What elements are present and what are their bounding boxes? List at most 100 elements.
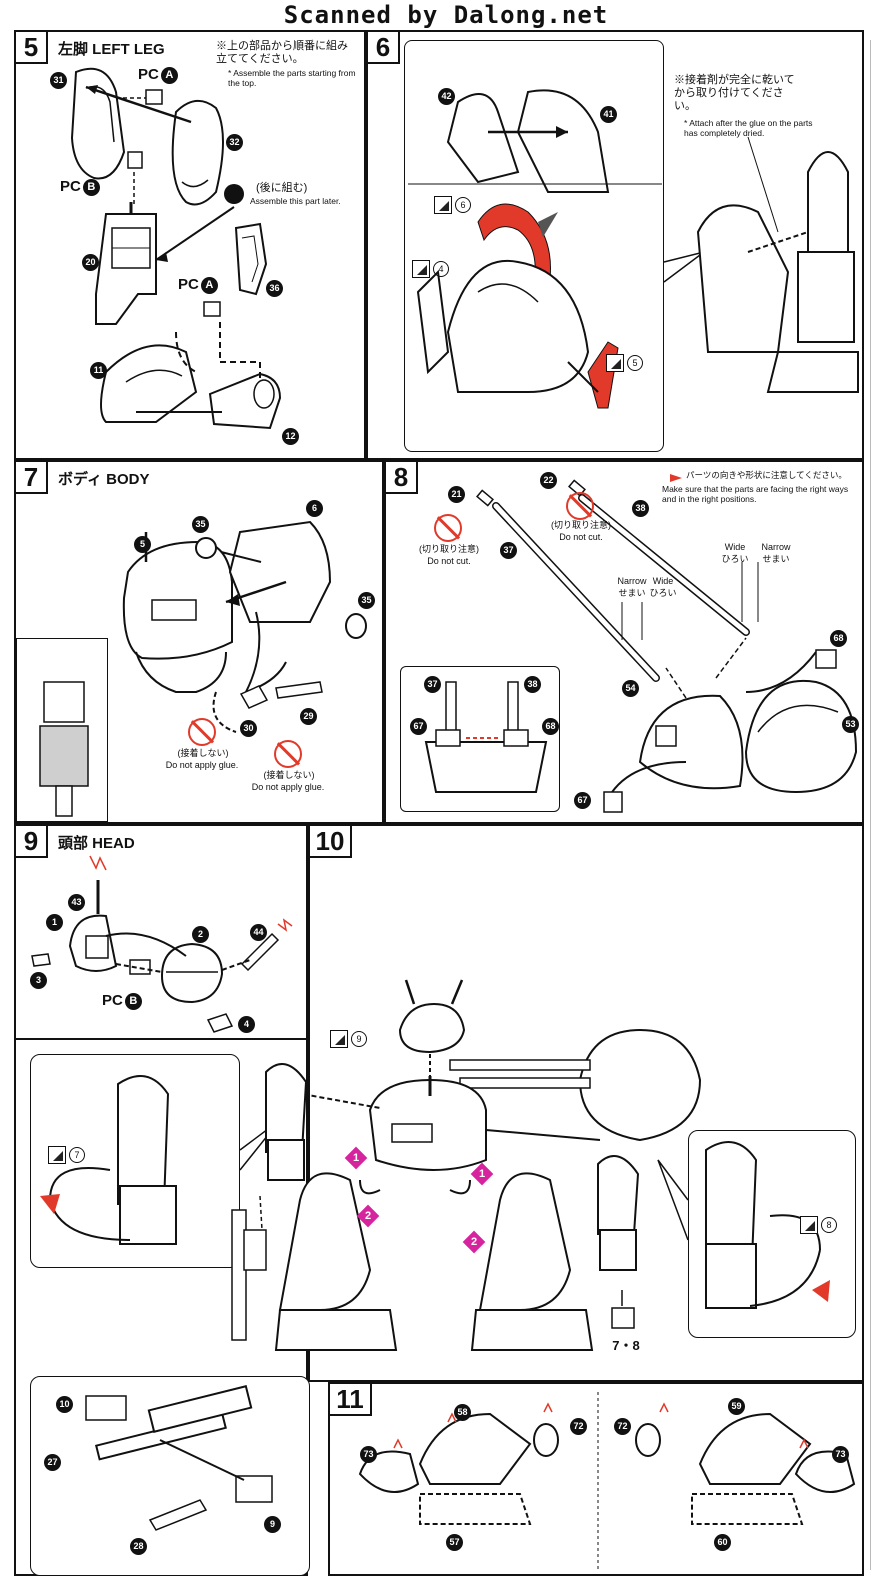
part-72b: 72 <box>614 1418 631 1435</box>
part-3: 3 <box>30 972 47 989</box>
no-cut-jp: (切り取り注意) <box>419 544 479 554</box>
no-glue-jp: (接着しない) <box>177 748 229 758</box>
part-73b: 73 <box>832 1446 849 1463</box>
part-20: 20 <box>82 254 99 271</box>
part-43: 43 <box>68 894 85 911</box>
step-number: 9 <box>14 824 48 858</box>
step-number: 7 <box>14 460 48 494</box>
scanner-credit: Scanned by Dalong.net <box>283 1 609 29</box>
part-22: 22 <box>540 472 557 489</box>
part-2: 2 <box>192 926 209 943</box>
step-title: 左脚 LEFT LEG <box>58 41 165 58</box>
part-68-section: 68 <box>542 718 559 735</box>
wide-label-en: Wide <box>652 576 674 586</box>
step-number: 6 <box>366 30 400 64</box>
sticker-icon <box>606 354 624 372</box>
part-31: 31 <box>50 72 67 89</box>
assembly-order-note-en: * Assemble the parts starting from the t… <box>228 68 356 88</box>
part-36: 36 <box>266 280 283 297</box>
body-diagram <box>39 520 367 817</box>
leg-armor-diagram <box>408 89 859 409</box>
ref-sticker-6: 6 <box>434 196 471 214</box>
glue-dry-note-en: * Attach after the glue on the parts has… <box>684 118 813 138</box>
ref-sticker-8: 8 <box>800 1216 837 1234</box>
wide-label-jp: ひろい <box>649 588 677 598</box>
part-54: 54 <box>622 680 639 697</box>
part-44: 44 <box>250 924 267 941</box>
part-6: 6 <box>306 500 323 517</box>
part-9: 9 <box>264 1516 281 1533</box>
part-58: 58 <box>454 1404 471 1421</box>
step-7-panel: 7 ボディ BODY 35 6 5 35 30 29 (接着しない) Do no… <box>14 460 384 824</box>
assembly-order-note-jp: ※上の部品から順番に組み立ててください。 <box>216 40 348 65</box>
no-glue-en: Do not apply glue. <box>165 760 239 770</box>
part-28: 28 <box>130 1538 147 1555</box>
step-6-panel: 6 42 41 6 4 <box>366 30 864 460</box>
part-67: 67 <box>574 792 591 809</box>
part-59: 59 <box>728 1398 745 1415</box>
wide-label-jp: ひろい <box>721 554 749 564</box>
part-4: 4 <box>238 1016 255 1033</box>
step-number: 8 <box>384 460 418 494</box>
part-32: 32 <box>226 134 243 151</box>
part-73: 73 <box>360 1446 377 1463</box>
part-11: 11 <box>90 362 107 379</box>
glue-dry-note-jp: ※接着剤が完全に乾いてから取り付けてください。 <box>674 74 795 112</box>
part-35b: 35 <box>358 592 375 609</box>
no-glue-icon <box>274 740 302 768</box>
part-72: 72 <box>570 1418 587 1435</box>
ref-sticker-5: 5 <box>606 354 643 372</box>
step-11-panel: 11 58 72 73 57 59 72 73 60 <box>328 1382 864 1576</box>
part-1: 1 <box>46 914 63 931</box>
thruster-diagram <box>358 1392 856 1570</box>
step-8-panel: 8 パーツの向きや形状に注意してください。 Make sure that the… <box>384 460 864 824</box>
narrow-label-jp: せまい <box>618 588 646 598</box>
ref-sticker-9: 9 <box>330 1030 367 1048</box>
step-5-panel: 5 左脚 LEFT LEG ※上の部品から順番に組み立ててください。 * Ass… <box>14 30 366 460</box>
narrow-label-jp: せまい <box>762 554 790 564</box>
head-diagram <box>31 855 293 1033</box>
part-42: 42 <box>438 88 455 105</box>
part-60: 60 <box>714 1534 731 1551</box>
assemble-later-jp: (後に組む) <box>256 182 308 194</box>
part-37-section: 37 <box>424 676 441 693</box>
orientation-warning-jp: パーツの向きや形状に注意してください。 <box>686 470 847 480</box>
step-title: ボディ BODY <box>58 471 150 488</box>
part-38: 38 <box>632 500 649 517</box>
assemble-later-en: Assemble this part later. <box>250 196 341 206</box>
part-37: 37 <box>500 542 517 559</box>
no-glue-jp: (接着しない) <box>263 770 315 780</box>
sticker-icon <box>48 1146 66 1164</box>
step-number: 5 <box>14 30 48 64</box>
step-number: 10 <box>308 824 352 858</box>
part-10: 10 <box>56 1396 73 1413</box>
step-number: 11 <box>328 1382 372 1416</box>
part-38-section: 38 <box>524 676 541 693</box>
no-cut-icon <box>566 492 594 520</box>
sticker-icon <box>434 196 452 214</box>
step-title: 頭部 HEAD <box>58 835 135 852</box>
part-27: 27 <box>44 1454 61 1471</box>
no-glue-icon <box>188 718 216 746</box>
orientation-warning-en: Make sure that the parts are facing the … <box>662 484 849 504</box>
part-21: 21 <box>448 486 465 503</box>
no-cut-icon <box>434 514 462 542</box>
ref-sticker-7: 7 <box>48 1146 85 1164</box>
no-cut-en: Do not cut. <box>427 556 471 566</box>
sticker-icon <box>330 1030 348 1048</box>
part-68: 68 <box>830 630 847 647</box>
no-glue-en: Do not apply glue. <box>251 782 325 792</box>
no-cut-en: Do not cut. <box>559 532 603 542</box>
sticker-icon <box>800 1216 818 1234</box>
backpack-diagram <box>424 474 858 813</box>
ref-sticker-4: 4 <box>412 260 449 278</box>
narrow-label-en: Narrow <box>617 576 647 586</box>
part-29: 29 <box>300 708 317 725</box>
left-leg-diagram <box>70 67 282 430</box>
